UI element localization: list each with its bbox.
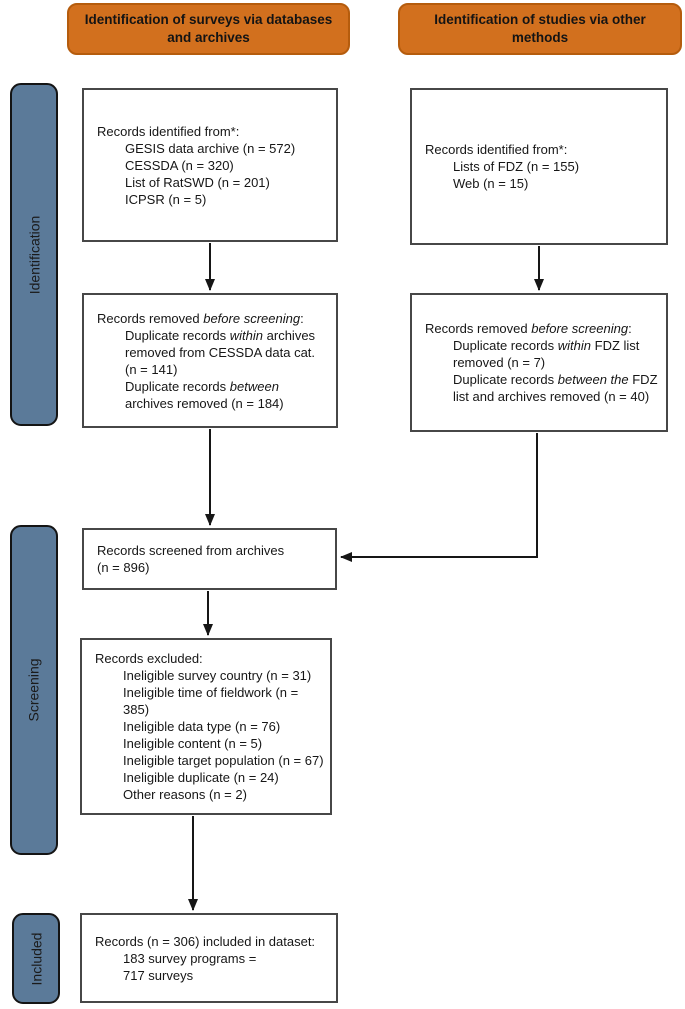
box-item: Ineligible target population (n = 67) — [123, 753, 324, 768]
header-databases-archives: Identification of surveys via databases … — [67, 3, 350, 55]
header-other-methods-label: Identification of studies via other meth… — [434, 12, 646, 45]
box-line: Records screened from archives — [97, 543, 285, 558]
header-other-methods: Identification of studies via other meth… — [398, 3, 682, 55]
box-item: Ineligible survey country (n = 31) — [123, 668, 312, 683]
box-item: Duplicate records within FDZ list remove… — [453, 338, 640, 370]
box-item: Ineligible data type (n = 76) — [123, 719, 281, 734]
header-databases-archives-label: Identification of surveys via databases … — [84, 12, 333, 45]
stage-included-label: Included — [28, 932, 44, 985]
box-item: Duplicate records within archives remove… — [125, 327, 316, 377]
stage-bar-included: Included — [12, 913, 60, 1004]
box-item: Web (n = 15) — [453, 176, 529, 191]
box-item: 183 survey programs = — [123, 950, 257, 966]
box-records-screened: Records screened from archives (n = 896) — [82, 528, 337, 590]
box-item: Duplicate records between the FDZ list a… — [453, 372, 658, 404]
stage-screening-label: Screening — [26, 658, 43, 722]
box-title: Records identified from*: — [97, 123, 240, 139]
box-item: 717 surveys — [123, 967, 194, 983]
stage-bar-identification: Identification — [10, 83, 58, 426]
box-line: (n = 896) — [97, 560, 150, 575]
box-item: List of RatSWD (n = 201) — [125, 174, 270, 190]
stage-identification-label: Identification — [26, 215, 43, 294]
box-title: Records (n = 306) included in dataset: — [95, 933, 316, 949]
box-records-identified-other: Records identified from*: Lists of FDZ (… — [410, 88, 668, 245]
box-item: GESIS data archive (n = 572) — [125, 140, 296, 156]
box-title: Records removed before screening: — [97, 310, 304, 326]
stage-bar-screening: Screening — [10, 525, 58, 855]
box-item: Duplicate records between archives remov… — [125, 378, 284, 411]
box-item: CESSDA (n = 320) — [125, 157, 234, 173]
box-item: Other reasons (n = 2) — [123, 787, 247, 802]
box-records-included: Records (n = 306) included in dataset: 1… — [80, 913, 338, 1003]
box-title: Records excluded: — [95, 651, 203, 666]
box-records-excluded: Records excluded: Ineligible survey coun… — [80, 638, 332, 815]
box-records-removed-other: Records removed before screening: Duplic… — [410, 293, 668, 432]
box-item: ICPSR (n = 5) — [125, 191, 207, 207]
box-item: Ineligible content (n = 5) — [123, 736, 263, 751]
box-item: Lists of FDZ (n = 155) — [453, 159, 580, 174]
box-item: Ineligible time of fieldwork (n = 385) — [123, 685, 299, 717]
box-item: Ineligible duplicate (n = 24) — [123, 770, 279, 785]
arrow-right-removed-to-screened — [340, 433, 538, 562]
box-title: Records removed before screening: — [425, 321, 632, 336]
box-records-identified-archives: Records identified from*: GESIS data arc… — [82, 88, 338, 242]
box-records-removed-archives: Records removed before screening: Duplic… — [82, 293, 338, 428]
box-title: Records identified from*: — [425, 142, 568, 157]
